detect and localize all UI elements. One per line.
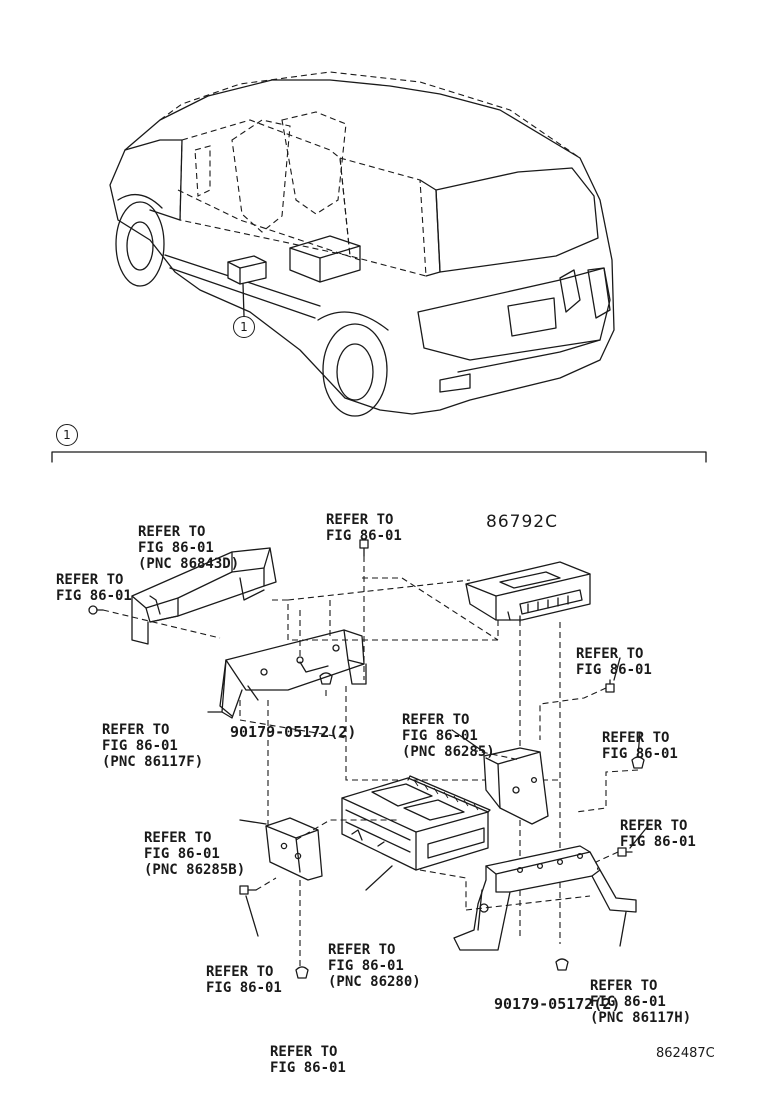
vehicle-illustration <box>109 71 615 417</box>
section-bracket <box>51 451 707 463</box>
figure-code: 862487C <box>656 1046 715 1061</box>
screw-bottom-left <box>295 966 309 979</box>
screw-left-cover <box>88 605 221 639</box>
screw-top <box>359 539 369 680</box>
amplifier-86792c <box>465 561 591 623</box>
part-number-90179-right: 90179-05172(2) <box>494 995 621 1013</box>
screw-mid-right <box>539 679 615 740</box>
screw-lower-left <box>239 877 277 895</box>
bolt-right <box>595 847 633 871</box>
screw-90179-left <box>319 672 333 696</box>
upper-cover <box>131 547 277 645</box>
audio-amplifier-main <box>341 775 491 871</box>
screw-right-bolt <box>575 756 645 813</box>
screw-90179-right <box>555 958 569 971</box>
bracket-86117h <box>453 845 637 951</box>
part-number-90179-left: 90179-05172(2) <box>230 723 357 741</box>
upper-bracket <box>219 629 367 719</box>
vehicle-callout-1: 1 <box>233 316 255 338</box>
bracket-86285b <box>265 817 323 881</box>
part-number-86792c: 86792C <box>486 512 558 532</box>
bracket-86285 <box>483 747 549 825</box>
section-callout-1: 1 <box>56 424 78 446</box>
